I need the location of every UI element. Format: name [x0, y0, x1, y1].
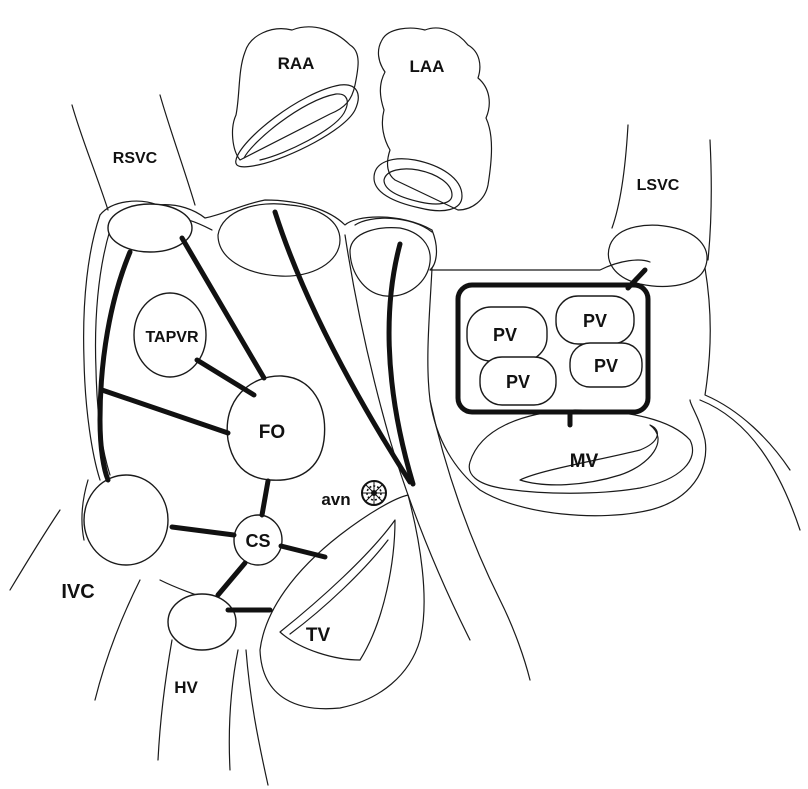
label-mv: MV	[570, 451, 599, 472]
tv-leaflet	[280, 520, 395, 660]
raa-ostium	[218, 204, 340, 276]
lsvc-left-wall	[612, 125, 628, 228]
label-cs: CS	[245, 531, 270, 551]
hv-inner-wall	[246, 650, 268, 785]
label-tv: TV	[306, 625, 331, 646]
line-tapvr-to-fo	[197, 360, 254, 395]
line-wall-to-fo	[102, 390, 228, 433]
line-cs-to-tv	[281, 546, 325, 557]
label-laa: LAA	[410, 57, 445, 76]
ivc-right-wall	[95, 580, 140, 700]
rsvc-ostium	[108, 204, 192, 252]
label-avn: avn	[321, 490, 350, 509]
laa-opening-inner	[384, 169, 452, 204]
line-ivc-to-cs	[172, 527, 234, 535]
raa-opening	[236, 85, 359, 167]
septum-line-2	[430, 400, 530, 680]
laa-ostium-rim	[355, 218, 432, 232]
label-hv: HV	[174, 678, 198, 697]
label-pv-4: PV	[594, 356, 618, 376]
line-rsvc-to-ivc	[100, 252, 130, 480]
label-ivc: IVC	[61, 581, 94, 603]
line-cs-to-hv	[218, 563, 245, 595]
label-pv-1: PV	[493, 325, 517, 345]
label-lsvc: LSVC	[637, 177, 680, 194]
rsvc-left-wall	[72, 105, 108, 210]
la-wall-right-outer	[700, 400, 800, 530]
avn-symbol-icon	[362, 481, 386, 505]
hv-right-wall	[229, 650, 238, 770]
label-raa: RAA	[278, 54, 315, 73]
la-wall-right	[705, 268, 790, 470]
bold-lines	[100, 212, 648, 610]
label-pv-2: PV	[583, 311, 607, 331]
hv-ostium	[168, 594, 236, 650]
lsvc-ostium	[608, 225, 707, 286]
laa-outline	[378, 28, 491, 210]
label-rsvc: RSVC	[113, 150, 158, 167]
rsvc-right-wall	[160, 95, 195, 205]
label-fo: FO	[259, 422, 285, 443]
label-pv-3: PV	[506, 372, 530, 392]
ivc-ostium	[84, 475, 168, 565]
septum-line-1	[345, 235, 470, 640]
ra-free-wall	[84, 215, 100, 480]
outline-strokes	[10, 27, 800, 785]
hv-left-wall	[158, 640, 172, 760]
label-tapvr: TAPVR	[145, 329, 198, 346]
lsvc-right-wall	[708, 140, 711, 260]
line-fo-to-cs	[262, 481, 268, 515]
tv-annulus	[260, 495, 424, 709]
ivc-left-wall	[10, 510, 60, 590]
